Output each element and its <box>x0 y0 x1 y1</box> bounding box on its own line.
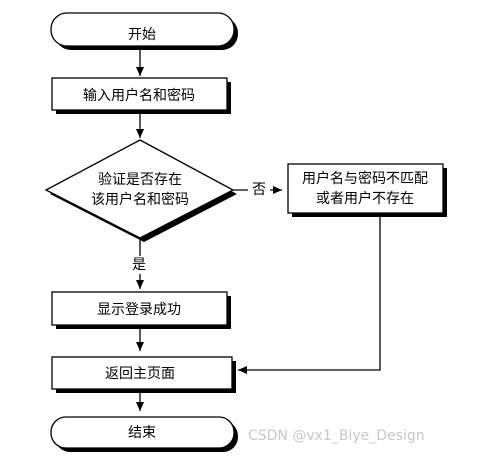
input-process-box: 输入用户名和密码 <box>51 77 231 114</box>
error-label-line1: 用户名与密码不匹配 <box>302 170 428 187</box>
input-label: 输入用户名和密码 <box>83 87 195 104</box>
end-terminator: 结束 <box>50 416 238 452</box>
edge-yes-label: 是 <box>132 257 146 273</box>
watermark: CSDN @vx1_Biye_Design <box>248 428 425 444</box>
return-home-label: 返回主页面 <box>105 366 175 382</box>
verify-label-line2: 该用户名和密码 <box>91 191 189 208</box>
error-label-line2: 或者用户不存在 <box>316 190 414 207</box>
success-label: 显示登录成功 <box>97 302 181 318</box>
edge-no-label: 否 <box>252 182 266 198</box>
arrow-error-to-return <box>238 217 381 374</box>
no-label-bg <box>248 180 270 198</box>
start-label: 开始 <box>128 27 156 43</box>
return-home-process-box: 返回主页面 <box>51 356 236 393</box>
success-process-box: 显示登录成功 <box>51 291 231 329</box>
yes-label-bg <box>128 256 150 274</box>
verify-label-line1: 验证是否存在 <box>98 172 182 188</box>
start-terminator: 开始 <box>50 12 238 50</box>
end-label: 结束 <box>128 425 156 441</box>
error-process-box: 用户名与密码不匹配 或者用户不存在 <box>287 163 447 217</box>
verify-decision-diamond: 验证是否存在 该用户名和密码 <box>44 139 237 242</box>
